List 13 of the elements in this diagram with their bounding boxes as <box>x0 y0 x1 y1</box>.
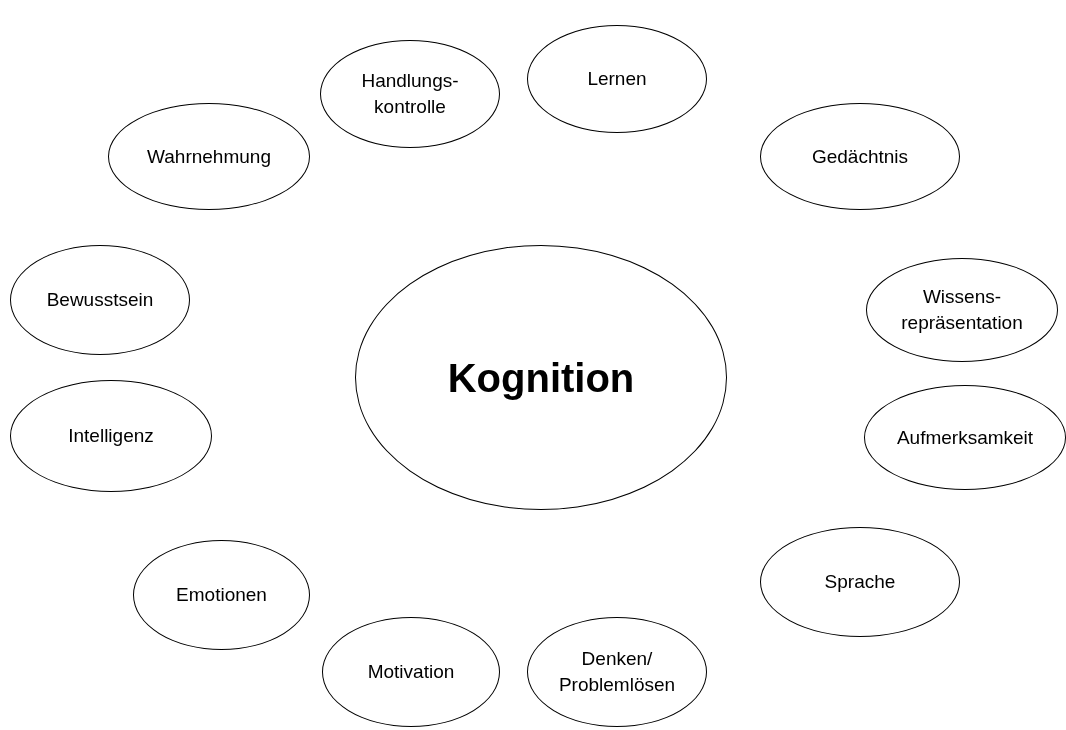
concept-label: Motivation <box>367 660 455 685</box>
concept-label: Wissens- repräsentation <box>900 285 1024 335</box>
concept-label: Gedächtnis <box>811 144 909 169</box>
concept-label: Emotionen <box>176 583 267 608</box>
concept-label: Wahrnehmung <box>147 144 271 169</box>
concept-label: Bewusstsein <box>46 288 154 313</box>
concept-label: Intelligenz <box>68 424 154 449</box>
concept-label: Aufmerksamkeit <box>896 425 1034 450</box>
concept-label: Sprache <box>824 570 896 595</box>
concept-label: Denken/ Problemlösen <box>557 647 677 697</box>
central-concept-label: Kognition <box>447 354 635 402</box>
concept-label: Handlungs- kontrolle <box>360 69 460 119</box>
concept-label: Lernen <box>587 67 647 92</box>
